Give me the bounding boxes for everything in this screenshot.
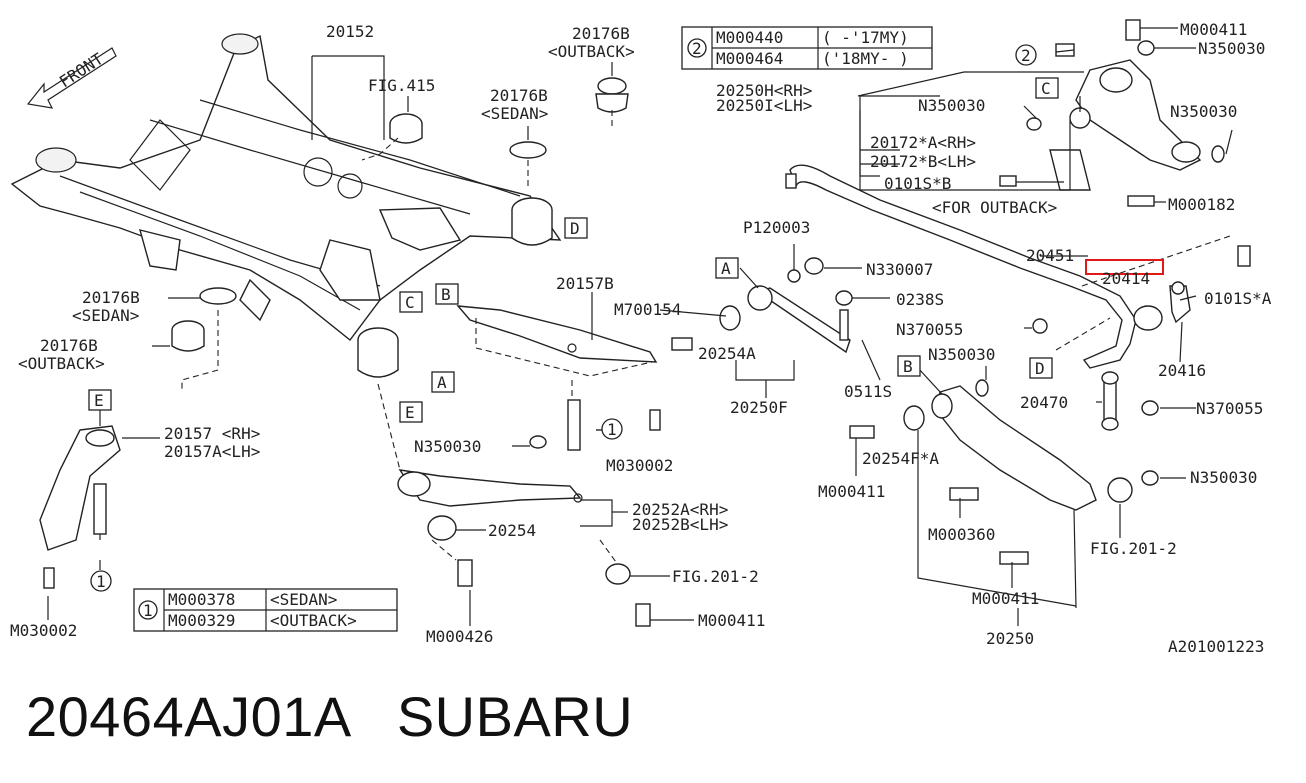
table-2: 2 M000440 ( -'17MY) M000464 ('18MY- )	[681, 26, 933, 70]
table-2-row-1-part: M000440	[716, 28, 783, 47]
callout-sedan-mid: <SEDAN>	[481, 104, 548, 123]
highlight-box	[1085, 259, 1164, 275]
callout-p120003: P120003	[743, 218, 810, 237]
circle-marker-1-center: 1	[607, 420, 617, 439]
footer-brand: SUBARU	[396, 685, 634, 748]
footer-part-number: 20464AJ01A	[26, 685, 349, 748]
callout-fig415: FIG.415	[368, 76, 435, 95]
table-1-key: 1	[143, 601, 153, 620]
callout-20176b-mid: 20176B	[490, 86, 548, 105]
ref-letter-b-left: B	[441, 285, 451, 304]
bracket-20157	[39, 408, 160, 620]
rear-subframe	[10, 33, 562, 341]
lateral-link-20250f	[659, 244, 890, 398]
callout-n350030-b: N350030	[918, 96, 985, 115]
callout-fig2012-a: FIG.201-2	[672, 567, 759, 586]
table-2-row-2-part: M000464	[716, 49, 783, 68]
table-1-row-1-note: <SEDAN>	[270, 590, 337, 609]
callout-20254f-a: 20254F*A	[862, 449, 939, 468]
front-label: FRONT	[56, 49, 107, 91]
callout-m000360: M000360	[928, 525, 995, 544]
callout-20416: 20416	[1158, 361, 1206, 380]
callout-for-outback: <FOR OUTBACK>	[932, 198, 1057, 217]
callout-n350030-top: N350030	[1198, 39, 1265, 58]
callout-20451: 20451	[1026, 246, 1074, 265]
circle-marker-2-top: 2	[1021, 46, 1031, 65]
callout-20152: 20152	[326, 22, 374, 41]
callout-20250h-rh: 20250H<RH>	[716, 81, 812, 100]
knuckle-bracket	[857, 19, 1233, 207]
callout-0511s: 0511S	[844, 382, 892, 401]
ref-letter-c-left: C	[405, 293, 415, 312]
stabilizer-bar-20451	[785, 164, 1251, 431]
ref-letter-boxes: D C B A E E A C D B	[88, 77, 1059, 423]
callout-20470: 20470	[1020, 393, 1068, 412]
ref-letter-c-right: C	[1041, 79, 1051, 98]
table-1-row-2-part: M000329	[168, 611, 235, 630]
callout-m000411-a: M000411	[698, 611, 765, 630]
callout-0101s-b: 0101S*B	[884, 174, 951, 193]
callout-n350030-c: N350030	[928, 345, 995, 364]
callout-n350030-a: N350030	[414, 437, 481, 456]
callout-20157a-lh: 20157A<LH>	[164, 442, 260, 461]
callout-m030002-a: M030002	[606, 456, 673, 475]
callout-n370055-a: N370055	[896, 320, 963, 339]
callout-m000411-top: M000411	[1180, 20, 1247, 39]
callout-m000411-c: M000411	[972, 589, 1039, 608]
callout-20254a: 20254A	[698, 344, 756, 363]
table-2-row-1-note: ( -'17MY)	[822, 28, 909, 47]
callout-20176b-left: 20176B	[82, 288, 140, 307]
callout-m030002-b: M030002	[10, 621, 77, 640]
callout-outback-left: <OUTBACK>	[18, 354, 105, 373]
ref-letter-d-top: D	[570, 219, 580, 238]
callout-20252a-rh: 20252A<RH>	[632, 500, 728, 519]
callout-m700154: M700154	[614, 300, 681, 319]
callout-outback-top: <OUTBACK>	[548, 42, 635, 61]
circle-marker-1-left: 1	[96, 572, 106, 591]
callout-20252b-lh: 20252B<LH>	[632, 515, 728, 534]
footer-title: 20464AJ01A SUBARU	[26, 684, 633, 749]
ref-letter-d-right: D	[1035, 359, 1045, 378]
table-1: 1 M000378 <SEDAN> M000329 <OUTBACK>	[133, 588, 398, 632]
callout-20157-rh: 20157 <RH>	[164, 424, 260, 443]
callout-m000426: M000426	[426, 627, 493, 646]
ref-letter-a-left: A	[437, 373, 447, 392]
callout-m000182: M000182	[1168, 195, 1235, 214]
callout-m000411-b: M000411	[818, 482, 885, 501]
callout-20250f: 20250F	[730, 398, 788, 417]
callout-20176b-top: 20176B	[572, 24, 630, 43]
table-1-row-1-part: M000378	[168, 590, 235, 609]
leaders-left	[152, 55, 613, 390]
callout-0101s-a: 0101S*A	[1204, 289, 1272, 308]
callout-20176b-left2: 20176B	[40, 336, 98, 355]
table-2-row-2-note: ('18MY- )	[822, 49, 909, 68]
callout-fig2012-b: FIG.201-2	[1090, 539, 1177, 558]
callout-20250i-lh: 20250I<LH>	[716, 96, 812, 115]
callout-n350030-right: N350030	[1170, 102, 1237, 121]
lower-arm-20250	[849, 366, 1186, 626]
callout-20254: 20254	[488, 521, 536, 540]
ref-letter-b-right: B	[903, 357, 913, 376]
table-2-key: 2	[692, 39, 702, 58]
callout-0238s: 0238S	[896, 290, 944, 309]
ref-letter-e-left: E	[405, 403, 415, 422]
callout-n330007: N330007	[866, 260, 933, 279]
table-1-row-2-note: <OUTBACK>	[270, 611, 357, 630]
ref-letter-a-link: A	[721, 259, 731, 278]
front-arrow-icon: FRONT	[26, 47, 117, 109]
circle-markers: 1 1 2	[90, 44, 1037, 592]
bracket-20157b	[456, 292, 658, 400]
callout-20250: 20250	[986, 629, 1034, 648]
callout-n350030-d: N350030	[1190, 468, 1257, 487]
callout-labels: 20152 FIG.415 20176B <OUTBACK> 20176B <S…	[10, 20, 1272, 656]
callout-20414: 20414	[1102, 269, 1150, 288]
callout-ref-code: A201001223	[1168, 637, 1264, 656]
callout-20172b-lh: 20172*B<LH>	[870, 152, 976, 171]
ref-letter-e-bracket: E	[94, 391, 104, 410]
callout-20157b: 20157B	[556, 274, 614, 293]
callout-sedan-left: <SEDAN>	[72, 306, 139, 325]
callout-20172a-rh: 20172*A<RH>	[870, 133, 976, 152]
callout-n370055-b: N370055	[1196, 399, 1263, 418]
